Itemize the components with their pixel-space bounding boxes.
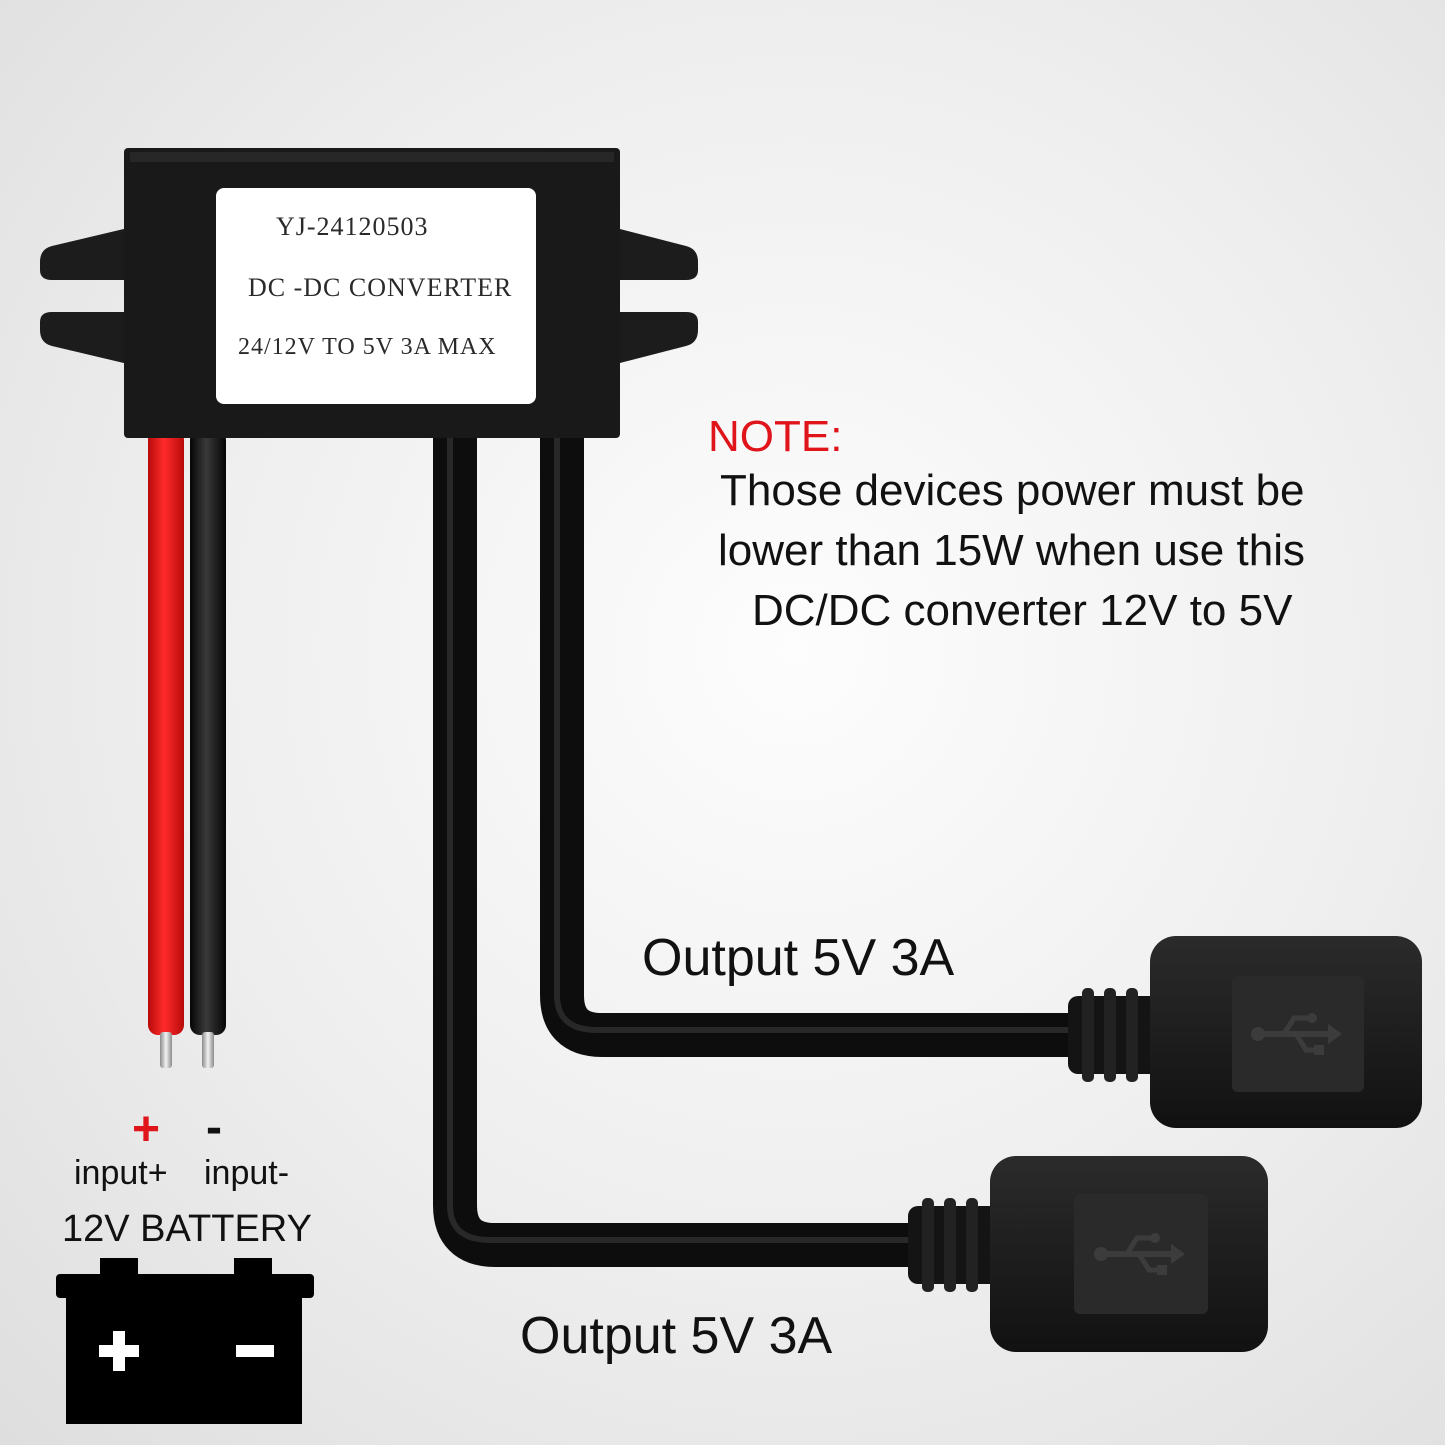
usb-icon (1094, 1233, 1185, 1275)
module-rating-text: 24/12V TO 5V 3A MAX (238, 334, 497, 360)
note-line-2: lower than 15W when use this (718, 526, 1305, 575)
input-minus-label: input- (204, 1154, 290, 1192)
usb-icon (1251, 1013, 1342, 1055)
usb-connector-1 (1068, 936, 1422, 1128)
output-label-2: Output 5V 3A (520, 1307, 833, 1365)
minus-sign: - (206, 1101, 222, 1154)
battery-label: 12V BATTERY (62, 1208, 312, 1250)
module-type-text: DC -DC CONVERTER (248, 273, 513, 302)
usb-connector-2 (908, 1156, 1268, 1352)
plus-sign: + (132, 1103, 161, 1156)
input-wire-negative (190, 430, 226, 1068)
module-model-text: YJ-24120503 (276, 212, 429, 241)
note-line-3: DC/DC converter 12V to 5V (752, 586, 1293, 635)
output-label-1: Output 5V 3A (642, 929, 955, 987)
input-plus-label: input+ (74, 1154, 168, 1192)
note-title: NOTE: (708, 412, 843, 461)
module-label-sticker (216, 188, 536, 404)
battery-icon (56, 1258, 314, 1424)
note-line-1: Those devices power must be (720, 466, 1305, 515)
converter-module (40, 148, 698, 438)
output-cable-2 (433, 430, 920, 1267)
input-wire-positive (148, 430, 184, 1068)
output-cable-1 (540, 430, 1080, 1057)
